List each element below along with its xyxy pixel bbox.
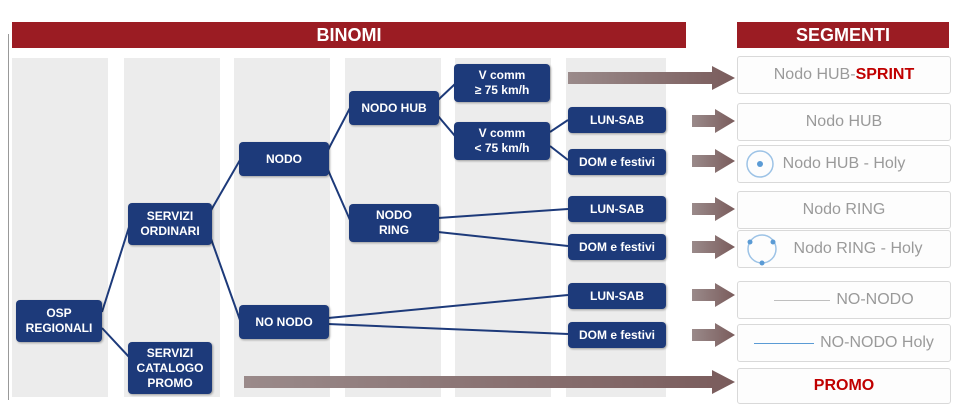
edge-ordinari-nodo bbox=[209, 159, 241, 213]
node-vcomm-lt-75: V comm< 75 km/h bbox=[454, 122, 550, 160]
edge-osp-ordinari bbox=[101, 223, 131, 313]
arrow-nonodo-holy bbox=[692, 323, 735, 347]
segment-hub-sprint-prefix: Nodo HUB- bbox=[773, 66, 856, 83]
edge-hub-vlt bbox=[437, 115, 456, 137]
segmenti-header: SEGMENTI bbox=[737, 22, 949, 48]
node-dom-festivi-nonodo: DOM e festivi bbox=[568, 322, 666, 348]
binomi-header: BINOMI bbox=[12, 22, 686, 48]
left-border-line bbox=[8, 34, 9, 400]
edge-vlt-dom bbox=[549, 145, 569, 161]
edge-vlt-lun bbox=[549, 119, 569, 133]
segment-nodo-hub-sprint: Nodo HUB-SPRINT bbox=[737, 56, 951, 94]
node-lun-sab-ring: LUN-SAB bbox=[568, 196, 666, 222]
column-bg-5 bbox=[455, 58, 551, 397]
node-no-nodo: NO NODO bbox=[239, 305, 329, 339]
ring-holy-icon bbox=[747, 234, 777, 266]
arrow-nonodo bbox=[692, 283, 735, 307]
edge-nonodo-dom bbox=[327, 323, 569, 335]
column-bg-3 bbox=[234, 58, 330, 397]
segment-nodo-ring-holy: Nodo RING - Holy bbox=[737, 230, 951, 268]
arrow-promo bbox=[244, 370, 735, 394]
no-nodo-holy-line-icon bbox=[754, 342, 815, 344]
segment-nodo-ring: Nodo RING bbox=[737, 191, 951, 229]
edge-osp-catalogo bbox=[101, 327, 131, 359]
arrow-hub-sprint bbox=[568, 66, 735, 90]
segment-no-nodo: NO-NODO bbox=[737, 281, 951, 319]
arrow-hub bbox=[692, 109, 735, 133]
node-dom-festivi-ring: DOM e festivi bbox=[568, 234, 666, 260]
edge-ring-lun bbox=[437, 208, 569, 219]
edge-nodo-hub bbox=[327, 107, 351, 151]
edge-nodo-ring bbox=[327, 169, 351, 221]
node-nodo-hub: NODO HUB bbox=[349, 91, 439, 125]
segment-no-nodo-holy: NO-NODO Holy bbox=[737, 324, 951, 362]
edge-ring-dom bbox=[437, 231, 569, 247]
edge-ordinari-nonodo bbox=[209, 235, 241, 321]
arrow-ring-holy bbox=[692, 235, 735, 259]
edge-hub-vge bbox=[437, 83, 456, 101]
hub-holy-icon bbox=[746, 150, 774, 178]
arrow-ring bbox=[692, 197, 735, 221]
edge-nonodo-lun bbox=[327, 294, 569, 319]
segment-nodo-hub-holy: Nodo HUB - Holy bbox=[737, 145, 951, 183]
segment-promo: PROMO bbox=[737, 368, 951, 404]
node-lun-sab-nonodo: LUN-SAB bbox=[568, 283, 666, 309]
arrow-hub-holy bbox=[692, 149, 735, 173]
node-vcomm-ge-75: V comm≥ 75 km/h bbox=[454, 64, 550, 102]
node-lun-sab-hub: LUN-SAB bbox=[568, 107, 666, 133]
node-nodo: NODO bbox=[239, 142, 329, 176]
no-nodo-line-icon bbox=[774, 299, 831, 301]
node-dom-festivi-hub: DOM e festivi bbox=[568, 149, 666, 175]
segment-hub-sprint-suffix: SPRINT bbox=[855, 66, 915, 83]
segment-nodo-hub: Nodo HUB bbox=[737, 103, 951, 141]
